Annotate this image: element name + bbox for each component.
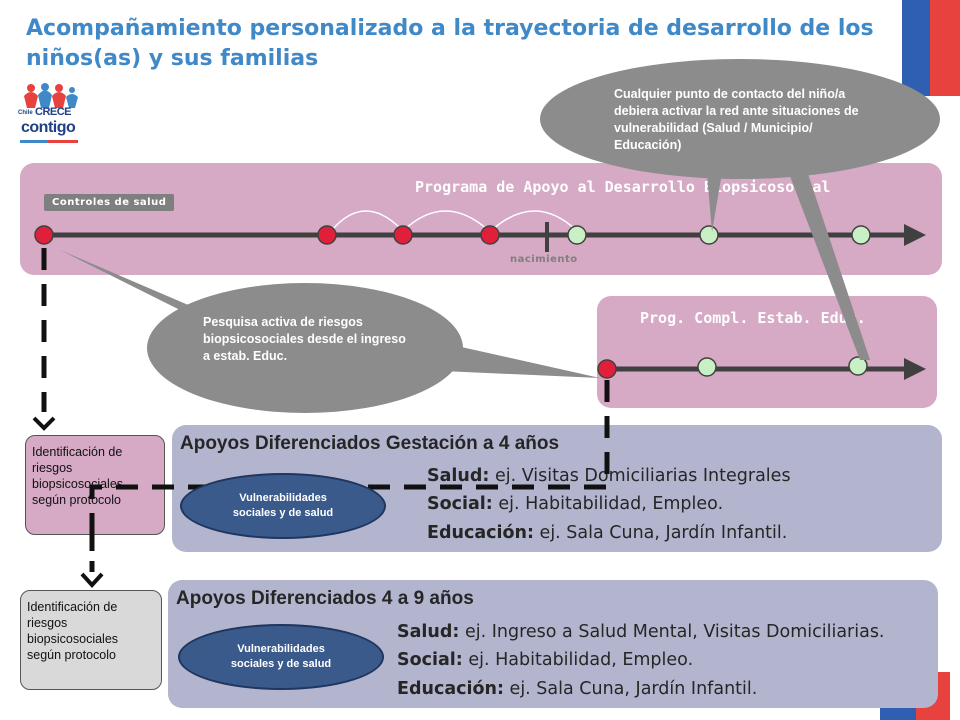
flag-red-stripe bbox=[930, 0, 960, 96]
bubble-left-pointer-2 bbox=[420, 340, 600, 378]
bubble-left-text: Pesquisa activa de riesgos biopsicosocia… bbox=[203, 315, 406, 363]
bubble-left bbox=[147, 283, 463, 413]
second-timeline-node-green bbox=[848, 356, 868, 376]
curved-arrow-1 bbox=[331, 210, 403, 231]
chile-crece-contigo-logo: Chile CRECE contigo bbox=[18, 82, 82, 148]
bubble-top-pointer-2 bbox=[780, 150, 870, 360]
flow-arrowhead-1 bbox=[32, 416, 56, 431]
apoyos-4-9-educacion: Educación: ej. Sala Cuna, Jardín Infanti… bbox=[397, 679, 758, 699]
programa-apoyo-title: Programa de Apoyo al Desarrollo Biopsico… bbox=[415, 178, 831, 196]
timeline-node-red bbox=[317, 225, 337, 245]
apoyos-gestacion-salud: Salud: ej. Visitas Domiciliarias Integra… bbox=[427, 466, 791, 486]
apoyos-4-9-title: Apoyos Diferenciados 4 a 9 años bbox=[176, 588, 474, 609]
timeline-node-red bbox=[393, 225, 413, 245]
timeline-node-green bbox=[699, 225, 719, 245]
programa-apoyo-panel bbox=[20, 163, 942, 275]
apoyos-4-9-salud: Salud: ej. Ingreso a Salud Mental, Visit… bbox=[397, 622, 885, 642]
apoyos-gestacion-title: Apoyos Diferenciados Gestación a 4 años bbox=[180, 433, 560, 454]
flow-arrowhead-2 bbox=[80, 572, 104, 588]
second-timeline-arrowhead bbox=[904, 358, 926, 380]
logo-underline-blue bbox=[20, 140, 48, 143]
timeline-node-green bbox=[567, 225, 587, 245]
timeline-node-red bbox=[34, 225, 54, 245]
main-timeline-arrowhead bbox=[904, 224, 926, 246]
page-title: Acompañamiento personalizado a la trayec… bbox=[26, 16, 874, 71]
vulnerabilidades-ellipse-2: Vulnerabilidades sociales y de salud bbox=[178, 624, 384, 690]
flag-blue-stripe bbox=[902, 0, 932, 96]
prog-compl-title: Prog. Compl. Estab. Educ. bbox=[640, 309, 866, 327]
nacimiento-label: nacimiento bbox=[510, 254, 578, 265]
logo-contigo-text: contigo bbox=[21, 119, 76, 136]
logo-underline-red bbox=[48, 140, 78, 143]
bubble-top-text: Cualquier punto de contacto del niño/a d… bbox=[614, 87, 859, 152]
prog-compl-panel bbox=[597, 296, 937, 408]
vulnerabilidades-ellipse-1: Vulnerabilidades sociales y de salud bbox=[180, 473, 386, 539]
apoyos-gestacion-educacion: Educación: ej. Sala Cuna, Jardín Infanti… bbox=[427, 523, 788, 543]
curved-arrow-3 bbox=[491, 210, 577, 231]
identificacion-box-2: Identificación de riesgos biopsicosocial… bbox=[20, 590, 162, 690]
logo-chile-text: Chile bbox=[18, 110, 33, 116]
vulnerabilidades-text-1: Vulnerabilidades sociales y de salud bbox=[232, 492, 334, 519]
bubble-top bbox=[540, 59, 940, 179]
second-timeline-node-green bbox=[697, 357, 717, 377]
apoyos-4-9-social: Social: ej. Habitabilidad, Empleo. bbox=[397, 650, 694, 670]
timeline-node-red bbox=[480, 225, 500, 245]
curved-arrow-2 bbox=[403, 210, 489, 231]
apoyos-gestacion-social: Social: ej. Habitabilidad, Empleo. bbox=[427, 494, 724, 514]
logo-crece-text: CRECE bbox=[35, 106, 72, 118]
timeline-node-green bbox=[851, 225, 871, 245]
second-timeline-node-red bbox=[597, 359, 617, 379]
children-figures-icon bbox=[24, 83, 78, 108]
controles-salud-tag: Controles de salud bbox=[44, 194, 175, 211]
vulnerabilidades-text-2: Vulnerabilidades sociales y de salud bbox=[230, 643, 332, 670]
